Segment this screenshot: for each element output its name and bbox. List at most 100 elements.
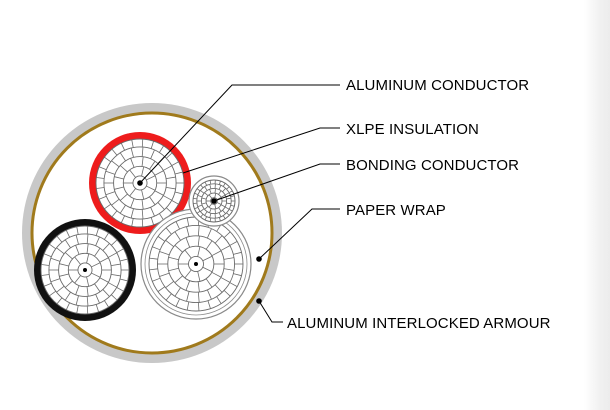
bonding-conductor-strand-divider: [200, 208, 205, 212]
conductor-white-strand-divider: [211, 271, 222, 278]
conductor-white-strand-divider: [174, 275, 183, 283]
conductor-white-strand-divider: [197, 281, 200, 293]
bonding-conductor-strand-divider: [226, 197, 232, 200]
conductor-black-strand-divider: [86, 243, 89, 254]
conductor-red-strand-divider: [105, 191, 116, 196]
leader-dot-armour: [256, 298, 262, 304]
conductor-black-strand-divider: [108, 282, 117, 288]
conductor-black-center-dot: [83, 268, 87, 272]
conductor-black-strand-divider: [86, 234, 89, 244]
conductor-black-strand-divider: [49, 290, 57, 297]
conductor-red-strand-divider: [96, 187, 105, 189]
bonding-conductor-strand-divider: [204, 216, 208, 221]
conductor-white-strand-divider: [157, 236, 166, 242]
conductor-white-strand-divider: [197, 292, 200, 303]
conductor-white-strand-divider: [185, 280, 191, 291]
conductor-red-strand-divider: [165, 176, 176, 180]
conductor-red-strand-divider: [120, 215, 126, 223]
conductor-black-phase: [34, 219, 136, 321]
conductor-black-strand-divider: [94, 248, 101, 257]
conductor-white-strand-divider: [165, 281, 174, 288]
conductor-red-strand-divider: [119, 193, 128, 201]
conductor-red-strand-divider: [166, 152, 173, 159]
conductor-white-strand-divider: [184, 249, 192, 259]
bonding-conductor-strand-divider: [224, 192, 230, 196]
conductor-white-strand-divider: [202, 255, 213, 262]
conductor-black-strand-divider: [119, 258, 128, 262]
conductor-red-strand-divider: [141, 209, 144, 219]
conductor-red-strand-divider: [111, 198, 120, 206]
bonding-conductor-strand-divider: [208, 194, 213, 199]
bonding-conductor-strand-divider: [216, 202, 222, 205]
conductor-red-strand-divider: [130, 198, 135, 208]
conductor-white-strand-divider: [184, 269, 192, 279]
conductor-white-strand-divider: [186, 301, 190, 311]
bonding-conductor-strand-divider: [200, 214, 204, 218]
conductor-white-strand-divider: [185, 237, 191, 248]
conductor-black-strand-divider: [75, 285, 80, 295]
conductor-red-strand-divider: [119, 165, 128, 173]
bonding-conductor-strand-divider: [197, 195, 203, 198]
conductor-white-strand-divider: [206, 228, 212, 239]
conductor-white-strand-divider: [223, 268, 235, 271]
conductor-black-strand-divider: [91, 272, 101, 278]
conductor-white-strand-divider: [157, 286, 166, 292]
bonding-conductor-strand-divider: [226, 212, 230, 216]
conductor-white-strand-divider: [168, 256, 179, 261]
bonding-conductor-strand-divider: [226, 202, 232, 205]
conductor-white-strand-divider: [186, 226, 190, 237]
conductor-red-strand-divider: [174, 191, 183, 195]
conductor-red-strand-divider: [111, 160, 120, 168]
bonding-conductor-strand-divider: [208, 203, 213, 208]
conductor-white-strand-divider: [223, 231, 231, 238]
conductor-red-strand-divider: [150, 217, 154, 225]
conductor-white-strand-divider: [207, 300, 211, 309]
conductor-white-strand-divider: [233, 273, 242, 277]
conductor-red-strand-divider: [130, 208, 134, 219]
bonding-conductor-strand-divider: [222, 188, 226, 193]
conductor-red-strand-divider: [130, 158, 135, 168]
bonding-conductor-strand-divider: [204, 186, 208, 191]
leader-paper-wrap: [258, 208, 340, 260]
conductor-black-strand-divider: [91, 262, 101, 268]
conductor-red-strand-divider: [98, 166, 107, 171]
conductor-red-strand-divider: [158, 213, 164, 221]
conductor-white-strand-divider: [168, 267, 179, 272]
bonding-conductor-strand-divider: [214, 208, 216, 214]
conductor-black-strand-divider: [76, 226, 79, 235]
conductor-red-strand-divider: [105, 170, 116, 175]
conductor-white-strand-divider: [165, 293, 172, 301]
conductor-white-strand-divider: [197, 225, 200, 236]
conductor-black-strand-divider: [119, 278, 128, 282]
conductor-black-strand-divider: [64, 239, 71, 249]
conductor-black-strand-divider: [49, 243, 57, 250]
conductor-black-strand-divider: [108, 252, 117, 258]
conductor-red-strand-divider: [114, 186, 124, 190]
conductor-black-strand-divider: [102, 243, 110, 251]
conductor-white-strand-divider: [165, 227, 172, 235]
conductor-red-strand-divider: [146, 175, 156, 181]
bonding-conductor-strand-divider: [214, 204, 217, 209]
leader-aluminum-conductor: [139, 84, 340, 184]
conductor-black-strand-divider: [56, 235, 63, 243]
conductor-red-strand-divider: [150, 207, 155, 217]
bonding-conductor-strand-divider: [228, 208, 233, 212]
conductor-black-strand-divider: [95, 304, 99, 312]
conductor-white-strand-divider: [174, 245, 183, 253]
leader-dot-bonding-conductor: [211, 198, 217, 204]
bonding-conductor-strand-divider: [214, 188, 216, 194]
conductor-black-strand-divider: [102, 289, 110, 297]
conductor-red-strand-divider: [174, 171, 183, 175]
bonding-conductor-strand-divider: [222, 215, 226, 219]
conductor-red-strand-divider: [157, 202, 165, 210]
leader-bonding-conductor: [213, 163, 340, 202]
conductor-red-strand-divider: [114, 176, 124, 180]
conductor-red-strand-divider: [146, 185, 156, 191]
conductor-red-strand-divider: [104, 203, 112, 210]
bonding-conductor-strand-divider: [230, 204, 235, 207]
conductor-red-strand-divider: [171, 161, 179, 166]
conductor-red-strand-divider: [98, 195, 107, 200]
bonding-conductor-strand-divider: [218, 207, 222, 212]
conductor-white-strand-divider: [174, 231, 181, 241]
